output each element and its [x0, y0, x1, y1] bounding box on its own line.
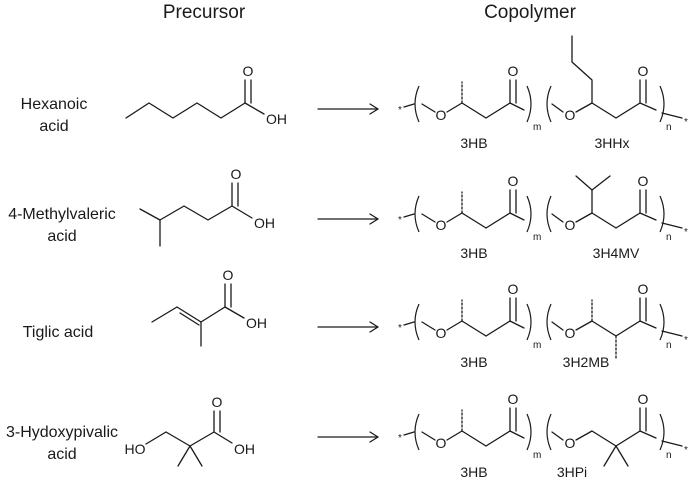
chain-end-right: * [684, 445, 688, 456]
subscript-n: n [666, 340, 672, 351]
hydroxyl-label: OH [234, 441, 255, 457]
carbonyl-oxygen-label: O [508, 281, 519, 297]
precursor-name-methylvaleric-line2: acid [47, 228, 76, 245]
unit-label-3hpi: 3HPi [557, 464, 587, 480]
carbonyl-oxygen-label-2: O [638, 391, 649, 407]
chain-end-left: * [398, 105, 402, 116]
copolymer-3hb-3h2mb: * O O m O O n * 3HB 3H2MB [398, 281, 688, 370]
copolymer-header: Copolymer [484, 2, 577, 23]
bracket-open [414, 413, 420, 451]
bracket-open-2 [546, 195, 552, 233]
carbonyl-oxygen-label: O [212, 394, 223, 410]
ester-oxygen-label: O [436, 217, 447, 233]
chain-end-right: * [684, 117, 688, 128]
bracket-open [414, 195, 420, 233]
hydroxyl-label: OH [266, 111, 287, 127]
chain-end-left: * [398, 433, 402, 444]
unit-label-3hb: 3HB [460, 354, 487, 370]
methylvaleric-acid-structure: O OH [139, 166, 275, 247]
bracket-close-2 [659, 195, 665, 233]
chain-end-left: * [398, 215, 402, 226]
bracket-close [526, 195, 532, 233]
hydroxyl-label: OH [254, 215, 275, 231]
hexanoic-acid-structure: O OH [125, 63, 287, 127]
bracket-open-2 [546, 303, 552, 341]
bracket-close [526, 85, 532, 123]
ester-oxygen-label-2: O [565, 217, 576, 233]
tiglic-acid-structure: O OH [151, 267, 267, 347]
unit-label-3hb: 3HB [460, 245, 487, 261]
precursor-name-tiglic: Tiglic acid [23, 324, 94, 341]
bracket-close [526, 413, 532, 451]
subscript-m: m [533, 232, 541, 243]
copolymer-3hb-3h4mv: * O O m O O n * 3HB 3H4MV [398, 173, 688, 261]
bracket-close-2 [659, 85, 665, 123]
bracket-close [526, 303, 532, 341]
ester-oxygen-label: O [436, 435, 447, 451]
precursor-name-methylvaleric-line1: 4-Methylvaleric [8, 206, 116, 223]
reaction-arrow-2 [317, 213, 379, 225]
chain-end-right: * [684, 335, 688, 346]
subscript-n: n [666, 450, 672, 461]
bracket-close-2 [659, 413, 665, 451]
ester-oxygen-label-2: O [565, 435, 576, 451]
carbonyl-oxygen-label: O [508, 173, 519, 189]
bracket-open [414, 85, 420, 123]
precursor-name-hexanoic-line1: Hexanoic [21, 96, 88, 113]
precursor-name-hydroxypivalic-line1: 3-Hydoxypivalic [6, 424, 118, 441]
bracket-close-2 [659, 303, 665, 341]
hydroxypivalic-acid-structure: HO O OH [125, 394, 255, 467]
reaction-arrow-1 [317, 103, 379, 115]
carbonyl-oxygen-label: O [231, 166, 242, 182]
carbonyl-oxygen-label: O [223, 267, 234, 283]
unit-label-3h2mb: 3H2MB [563, 354, 610, 370]
subscript-n: n [666, 122, 672, 133]
ester-oxygen-label: O [436, 325, 447, 341]
hydroxyl-label: OH [246, 315, 267, 331]
carbonyl-oxygen-label: O [243, 63, 254, 79]
copolymer-3hb-3hpi: * O O m O O n * 3HB 3HPi [398, 391, 688, 480]
bracket-open-2 [546, 413, 552, 451]
bracket-open-2 [546, 85, 552, 123]
precursor-name-hexanoic-line2: acid [39, 118, 68, 135]
bracket-open [414, 303, 420, 341]
ester-oxygen-label-2: O [565, 107, 576, 123]
copolymer-3hb-3hhx: * O O m O O n * 3HB 3HHx [398, 35, 688, 151]
unit-label-3hb: 3HB [460, 464, 487, 480]
subscript-m: m [533, 340, 541, 351]
ester-oxygen-label: O [436, 107, 447, 123]
carbonyl-oxygen-label: O [508, 391, 519, 407]
unit-label-3hhx: 3HHx [594, 135, 629, 151]
ester-oxygen-label-2: O [565, 325, 576, 341]
carbonyl-oxygen-label-2: O [638, 63, 649, 79]
subscript-n: n [666, 232, 672, 243]
carbonyl-oxygen-label: O [508, 63, 519, 79]
subscript-m: m [533, 450, 541, 461]
carbonyl-oxygen-label-2: O [638, 173, 649, 189]
chain-end-right: * [684, 227, 688, 238]
chain-end-left: * [398, 323, 402, 334]
unit-label-3hb: 3HB [460, 135, 487, 151]
hydroxyl-left-label: HO [125, 441, 146, 457]
precursor-name-hydroxypivalic-line2: acid [47, 446, 76, 463]
subscript-m: m [533, 122, 541, 133]
reaction-arrow-3 [317, 321, 379, 333]
carbonyl-oxygen-label-2: O [638, 281, 649, 297]
precursor-header: Precursor [163, 2, 246, 23]
reaction-arrow-4 [317, 431, 379, 443]
unit-label-3h4mv: 3H4MV [593, 245, 640, 261]
